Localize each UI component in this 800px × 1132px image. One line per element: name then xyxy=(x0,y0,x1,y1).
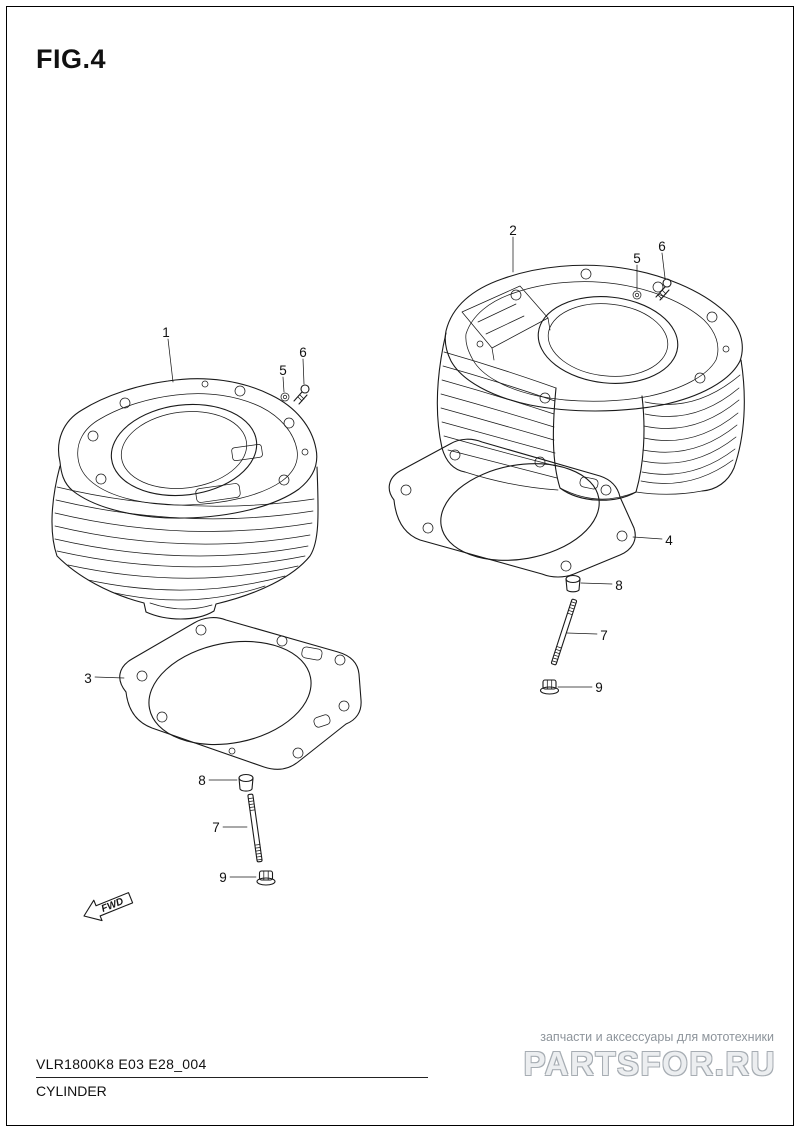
footer-divider xyxy=(36,1077,428,1078)
watermark-tagline: запчасти и аксессуары для мототехники xyxy=(540,1030,774,1044)
washer-rear xyxy=(632,290,642,300)
fwd-arrow-label: FWD xyxy=(100,896,125,915)
flange-nut-front xyxy=(256,870,276,886)
callout-8-rear-label: 8 xyxy=(615,578,623,593)
gasket-front xyxy=(119,617,362,770)
callout-2: 2 xyxy=(509,223,517,273)
callout-5-rear-label: 5 xyxy=(633,251,641,266)
model-code: VLR1800K8 E03 E28_004 xyxy=(36,1056,207,1072)
callout-8-rear: 8 xyxy=(580,578,623,593)
flange-nut-rear xyxy=(539,679,560,695)
figure-title: CYLINDER xyxy=(36,1083,107,1099)
callout-9-rear-label: 9 xyxy=(595,680,603,695)
callout-3: 3 xyxy=(84,671,125,686)
callout-3-label: 3 xyxy=(84,671,92,686)
callout-8-front: 8 xyxy=(198,773,238,788)
callout-7-front-label: 7 xyxy=(212,820,220,835)
callout-6-rear: 6 xyxy=(658,239,666,279)
callout-1-label: 1 xyxy=(162,325,170,340)
cylinder-rear xyxy=(436,264,745,501)
cap-front xyxy=(238,773,254,792)
callout-4: 4 xyxy=(632,533,673,548)
callout-8-front-label: 8 xyxy=(198,773,206,788)
watermark: запчасти и аксессуары для мототехники PA… xyxy=(336,1030,776,1080)
callout-4-label: 4 xyxy=(665,533,673,548)
cap-rear xyxy=(565,574,581,593)
stud-bolt-front xyxy=(247,793,263,863)
stud-bolt-rear xyxy=(550,598,578,666)
bolt-rear xyxy=(655,278,672,301)
callout-7-rear-label: 7 xyxy=(600,628,608,643)
callout-9-rear: 9 xyxy=(557,680,603,695)
callout-5-front-label: 5 xyxy=(279,363,287,378)
cylinder-front xyxy=(51,378,319,620)
figure-number: FIG.4 xyxy=(36,44,107,74)
watermark-logo: PARTSFOR.RU xyxy=(523,1045,776,1082)
callout-5-front: 5 xyxy=(279,363,287,393)
washer-front xyxy=(280,392,290,402)
bolt-front xyxy=(293,384,310,405)
callout-9-front: 9 xyxy=(219,870,257,885)
callout-2-label: 2 xyxy=(509,223,517,238)
callout-7-front: 7 xyxy=(212,820,248,835)
callout-7-rear: 7 xyxy=(566,628,608,643)
callout-6-front-label: 6 xyxy=(299,345,307,360)
callout-6-front: 6 xyxy=(299,345,307,385)
callout-1: 1 xyxy=(162,325,174,383)
callout-9-front-label: 9 xyxy=(219,870,227,885)
gasket-rear xyxy=(388,438,636,578)
callout-5-rear: 5 xyxy=(633,251,641,291)
callout-6-rear-label: 6 xyxy=(658,239,666,254)
fwd-arrow: FWD xyxy=(83,892,134,922)
